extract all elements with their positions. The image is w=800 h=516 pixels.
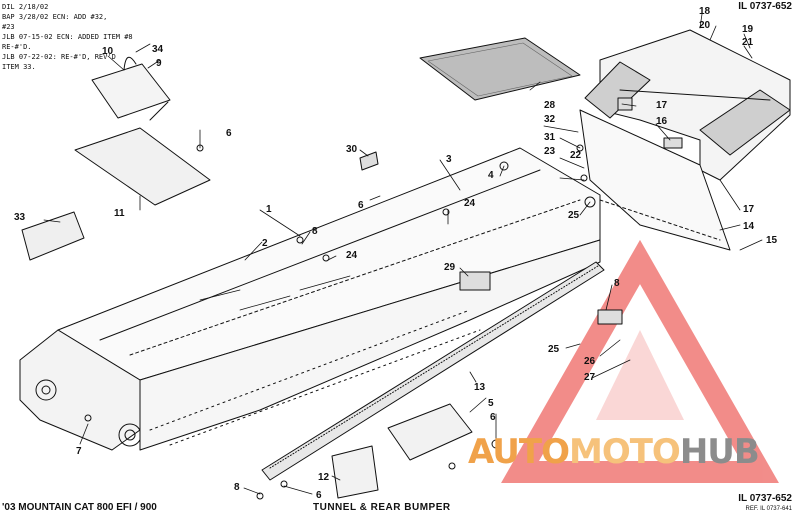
- callout-34: 34: [152, 44, 164, 55]
- bracket-panel-9: [91, 63, 171, 119]
- callout-3: 3: [446, 154, 452, 165]
- callout-30: 30: [346, 144, 358, 155]
- callout-15: 15: [766, 235, 778, 246]
- callout-18: 18: [699, 6, 711, 17]
- callout-32: 32: [544, 114, 556, 125]
- tunnel-left-side: [19, 329, 141, 451]
- callout-6b: 6: [358, 200, 364, 211]
- callout-22: 22: [570, 150, 582, 161]
- callout-28: 28: [544, 100, 556, 111]
- revision-note: #23: [2, 23, 15, 31]
- illustration-code-bottom: IL 0737-652: [738, 493, 792, 504]
- watermark-part-1: AUTO: [468, 432, 570, 472]
- callout-29: 29: [444, 262, 456, 273]
- callout-1: 1: [266, 204, 272, 215]
- leader-lines: [43, 13, 763, 495]
- callout-labels: 18 20 19 21 10 34 9 6 11 33 28 32 31 22 …: [14, 6, 778, 501]
- callout-24b: 24: [346, 250, 358, 261]
- model-title: '03 MOUNTAIN CAT 800 EFI / 900: [2, 502, 157, 513]
- reference-code: REF. IL 0737-641: [745, 506, 792, 512]
- revision-note: JLB 07-22-02: RE-#'D, REV'D: [2, 53, 116, 61]
- callout-14: 14: [743, 221, 755, 232]
- bracket-panel-11: [74, 127, 211, 206]
- callout-20: 20: [699, 20, 711, 31]
- revision-note: ITEM 33.: [2, 63, 36, 71]
- callout-12: 12: [318, 472, 330, 483]
- callout-25a: 25: [568, 210, 580, 221]
- revision-notes: DIL 2/18/02 BAP 3/28/02 ECN: ADD #32, #2…: [2, 2, 133, 72]
- callout-5: 5: [488, 398, 494, 409]
- bumper-mount-plate: [579, 109, 731, 251]
- callout-9: 9: [156, 58, 162, 69]
- rail-strip: [261, 261, 605, 481]
- callout-19: 19: [742, 24, 754, 35]
- watermark-logo-text: AUTOMOTOHUB: [468, 432, 760, 472]
- callout-6a: 6: [226, 128, 232, 139]
- callout-17b: 17: [743, 204, 755, 215]
- skid-plate: [387, 403, 473, 461]
- revision-note: BAP 3/28/02 ECN: ADD #32,: [2, 13, 108, 21]
- watermark-part-3: HUB: [679, 432, 760, 472]
- callout-16: 16: [656, 116, 668, 127]
- revision-note: JLB 07-15-02 ECN: ADDED ITEM #8: [2, 33, 133, 41]
- callout-17a: 17: [656, 100, 668, 111]
- callout-8c: 8: [234, 482, 240, 493]
- callout-6d: 6: [316, 490, 322, 501]
- callout-10: 10: [102, 46, 114, 57]
- callout-31: 31: [544, 132, 556, 143]
- callout-11: 11: [114, 208, 125, 219]
- section-title: TUNNEL & REAR BUMPER: [313, 502, 451, 513]
- callout-25b: 25: [548, 344, 560, 355]
- callout-13: 13: [474, 382, 486, 393]
- callout-24a: 24: [464, 198, 476, 209]
- callout-26: 26: [584, 356, 596, 367]
- callout-21: 21: [742, 37, 754, 48]
- callout-27: 27: [584, 372, 596, 383]
- bracket-panel-33: [21, 211, 85, 261]
- callout-7: 7: [76, 446, 82, 457]
- revision-note: DIL 2/18/02: [2, 3, 49, 11]
- callout-8b: 8: [614, 278, 620, 289]
- tunnel-rib-lines: [199, 275, 351, 311]
- callout-33: 33: [14, 212, 26, 223]
- callout-8a: 8: [312, 226, 318, 237]
- watermark-part-2: MOTO: [568, 432, 681, 472]
- callout-4: 4: [488, 170, 494, 181]
- callout-2: 2: [262, 238, 268, 249]
- tunnel-right-side: [139, 239, 601, 451]
- revision-note: RE-#'D.: [2, 43, 32, 51]
- snow-flap: [419, 37, 581, 101]
- mounting-plate: [331, 445, 379, 499]
- callout-23: 23: [544, 146, 556, 157]
- callout-6c: 6: [490, 412, 496, 423]
- watermark-logo-triangle: [501, 239, 779, 483]
- hardware-fasteners: [84, 56, 683, 500]
- illustration-code-top: IL 0737-652: [738, 1, 792, 12]
